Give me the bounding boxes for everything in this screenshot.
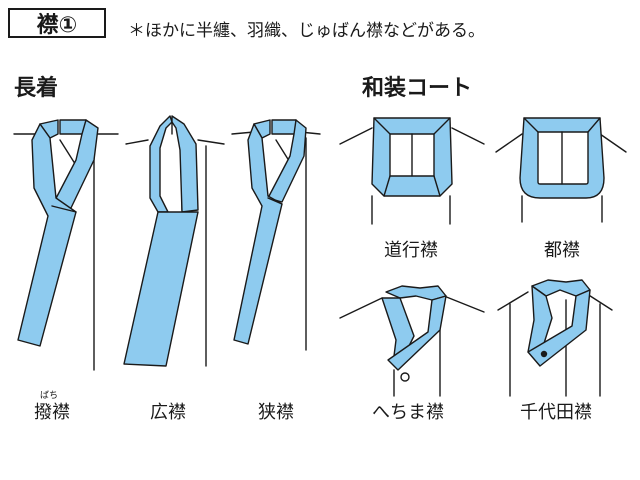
note-text: ＊ほかに半纏、羽織、じゅばん襟などがある。: [128, 21, 485, 41]
dougyoueri-illustration: [339, 117, 485, 225]
page-title: 襟①: [8, 8, 106, 38]
dougyoueri-label: 道行襟: [384, 240, 438, 261]
section-heading-wasou-coat: 和装コート: [362, 76, 473, 101]
chiyodaeri-label: 千代田襟: [520, 402, 592, 423]
hiroeri-illustration: [123, 115, 225, 367]
kyoueri-illustration: [231, 119, 321, 351]
miyakoeri-label: 都襟: [544, 240, 580, 261]
kyoueri-label: 狭襟: [258, 402, 294, 423]
hechimaeri-illustration: [339, 285, 485, 397]
hiroeri-label: 広襟: [150, 402, 186, 423]
hechimaeri-label: へちま襟: [372, 402, 444, 423]
bachieri-illustration: [13, 119, 119, 371]
section-heading-nagagi: 長着: [14, 76, 59, 101]
bachieri-ruby: ばち: [40, 391, 59, 401]
bachieri-label: 撥襟: [34, 402, 70, 423]
chiyodaeri-illustration: [497, 279, 613, 397]
miyakoeri-illustration: [495, 117, 627, 223]
